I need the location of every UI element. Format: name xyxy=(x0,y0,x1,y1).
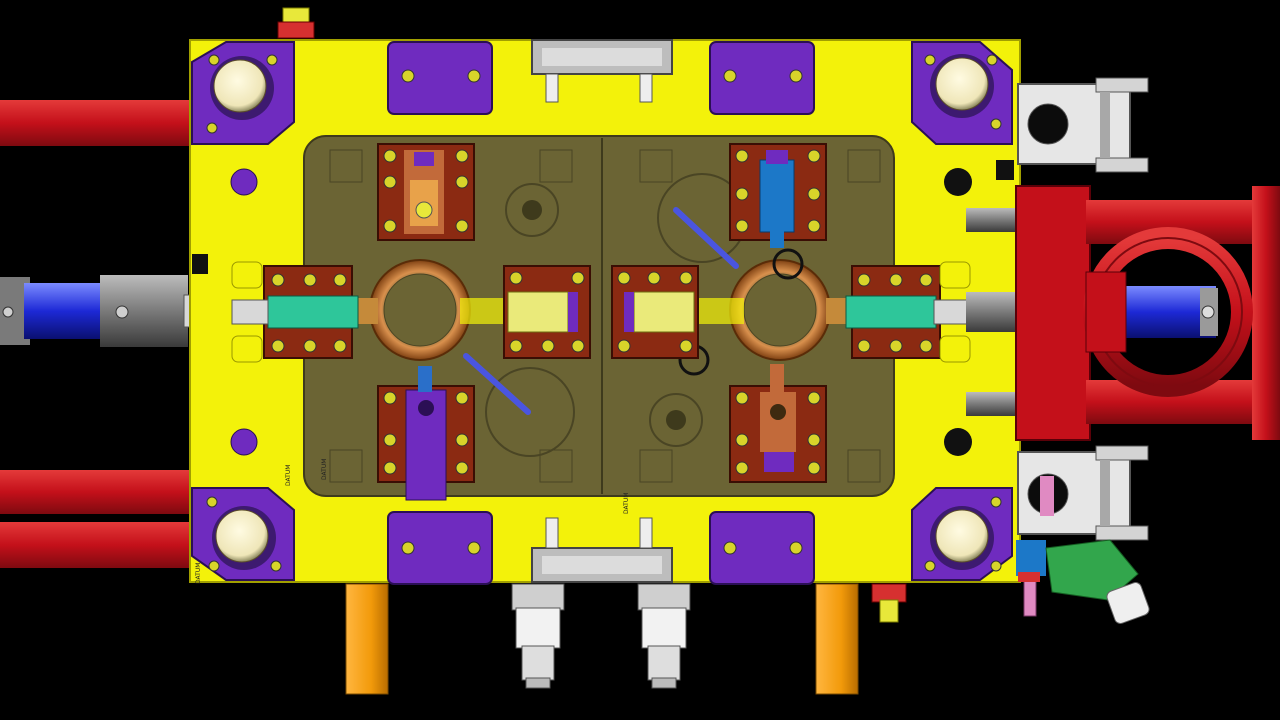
corner-guide-pocket-br xyxy=(911,487,1013,581)
angle-pin-right xyxy=(673,207,739,269)
top-edge-pockets xyxy=(387,39,815,115)
right-part-ring xyxy=(698,259,856,361)
slider-left-top xyxy=(377,143,475,241)
datum-label-d: DATUM xyxy=(321,459,328,480)
top-right-bracket xyxy=(1017,77,1149,173)
left-cooling-pipes xyxy=(0,100,210,568)
slider-right-top xyxy=(729,143,827,248)
right-hydraulic-assembly xyxy=(966,185,1280,441)
slider-left-right xyxy=(503,265,591,359)
corner-guide-pocket-tr xyxy=(911,41,1013,145)
quick-connector-right xyxy=(637,583,691,689)
angle-pin-left xyxy=(463,353,531,415)
bottom-fitting xyxy=(871,583,907,603)
slider-left-bottom xyxy=(377,366,475,501)
datum-label-b: DATUM xyxy=(623,493,630,514)
corner-guide-pocket-bl xyxy=(191,487,295,581)
bottom-edge-pockets xyxy=(387,511,815,585)
slider-right-left xyxy=(611,265,699,359)
bottom-right-bracket xyxy=(1017,445,1149,541)
support-leg-right xyxy=(815,583,859,695)
quick-connector-left xyxy=(511,583,565,689)
slider-left-left xyxy=(231,265,359,359)
fitting-cluster xyxy=(1016,539,1150,624)
support-leg-left xyxy=(345,583,389,695)
corner-guide-pocket-tl xyxy=(191,41,295,145)
slider-right-right xyxy=(845,265,971,359)
datum-label-c: DATUM xyxy=(195,563,202,584)
datum-label-a: DATUM xyxy=(285,465,292,486)
slider-right-bottom xyxy=(729,364,827,483)
